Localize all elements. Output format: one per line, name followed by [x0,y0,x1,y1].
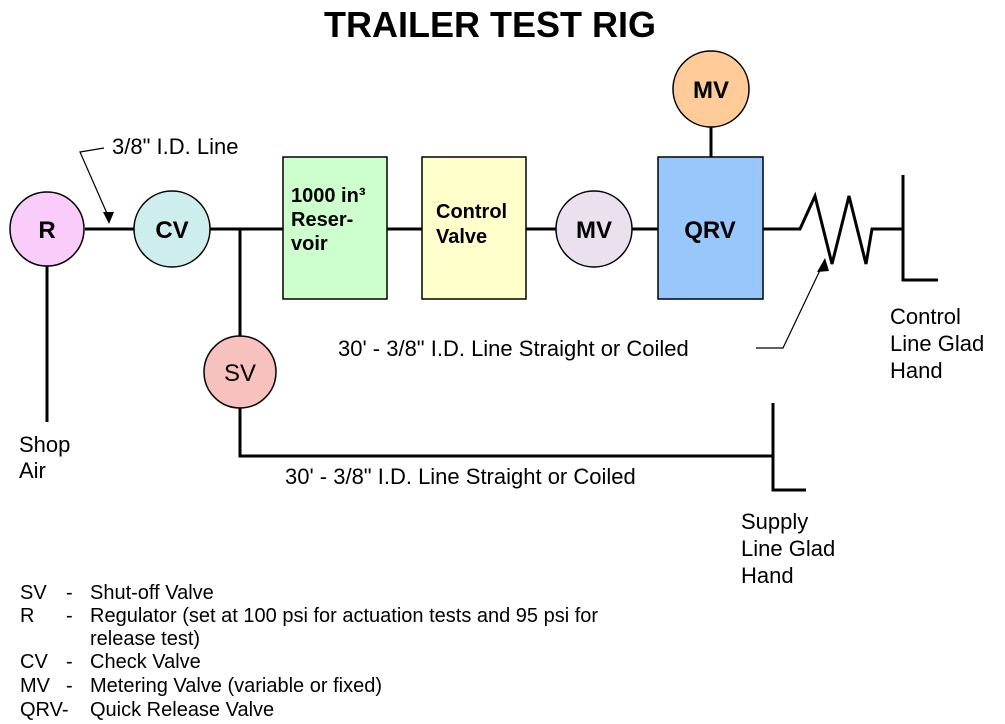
check-valve-label: CV [155,217,188,244]
legend-abbr: CV [20,651,48,673]
control-glad-hand-symbol [901,175,938,282]
supply-line [238,402,773,458]
regulator-circle [9,191,85,267]
legend-sep: - [66,605,73,627]
legend-desc: Metering Valve (variable or fixed) [90,675,382,697]
reservoir-label-line3: voir [291,233,328,255]
id-line-leader [79,147,110,219]
reservoir-box [282,156,388,300]
legend-sep: - [66,651,73,673]
supply-glad-hand-label-line3: Hand [741,563,794,588]
qrv-box [657,156,764,300]
shutoff-valve-label: SV [224,360,256,387]
metering-valve-circle [555,190,633,268]
control-glad-hand-label-line3: Hand [890,358,943,383]
metering-valve-label: MV [576,217,612,244]
control-line-spec-label: 30' - 3/8" I.D. Line Straight or Coiled [338,336,689,361]
id-line-arrowhead [103,212,114,224]
legend: SV - Shut-off Valve R - Regulator (set a… [20,582,598,721]
shutoff-valve-circle [203,335,277,409]
legend-desc: release test) [90,628,200,650]
reservoir-label-line2: Reser- [291,209,353,231]
supply-line-spec-label: 30' - 3/8" I.D. Line Straight or Coiled [285,464,636,489]
legend-sep: - [66,675,73,697]
control-glad-hand-label-line1: Control [890,304,961,329]
qrv-label: QRV [684,217,736,244]
control-valve-label-line2: Valve [436,226,487,248]
control-line-coil [790,191,903,265]
shop-air-label-line1: Shop [19,432,70,457]
legend-abbr: SV [20,582,47,604]
top-metering-valve-label: MV [693,77,729,104]
legend-desc: Check Valve [90,651,201,673]
check-valve-circle [133,190,211,268]
id-line-label: 3/8" I.D. Line [112,134,238,159]
supply-glad-hand-label-line2: Line Glad [741,536,835,561]
reservoir-label-line1: 1000 in³ [291,185,366,207]
legend-sep: - [66,582,73,604]
control-valve-label-line1: Control [436,201,507,223]
supply-glad-hand-label-line1: Supply [741,509,808,534]
legend-abbr: R [20,605,34,627]
coil-line-leader [756,265,823,349]
legend-abbr: MV [20,675,51,697]
shop-air-label-line2: Air [19,458,46,483]
legend-desc: Regulator (set at 100 psi for actuation … [90,605,598,627]
regulator-label: R [38,217,55,244]
control-glad-hand-label-line2: Line Glad [890,331,984,356]
diagram-title: TRAILER TEST RIG [324,4,656,45]
control-valve-box [421,156,527,300]
legend-abbr: QRV- [20,699,69,721]
top-metering-valve-circle [672,50,750,128]
coil-line-arrowhead [817,258,829,272]
legend-desc: Quick Release Valve [90,699,274,721]
supply-glad-hand-symbol [771,403,806,492]
legend-desc: Shut-off Valve [90,582,214,604]
